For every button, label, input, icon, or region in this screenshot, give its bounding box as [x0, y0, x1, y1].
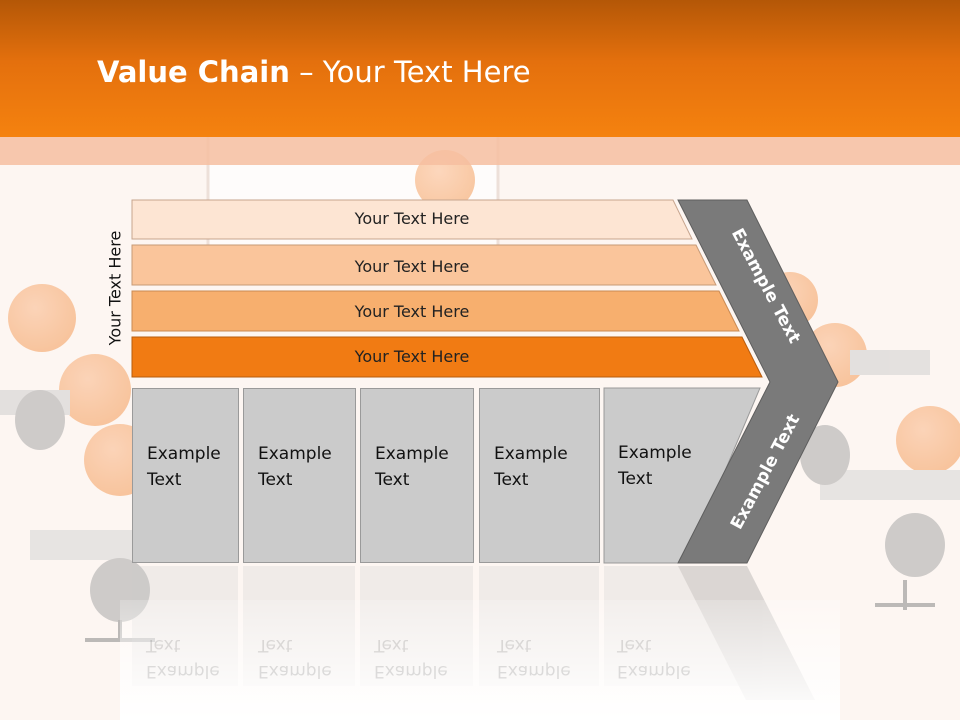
header-underband [0, 137, 960, 165]
title-rest: – Your Text Here [289, 55, 531, 89]
row-bar-4 [131, 336, 763, 378]
activity-box-1-text: Example Text [147, 444, 221, 490]
chevron-arrow [677, 199, 839, 564]
activity-box-1: Example Text [132, 388, 239, 563]
activity-box-4: Example Text [479, 388, 600, 563]
row-bar-1 [131, 199, 693, 240]
reflection-text-4: Example Text [497, 635, 571, 681]
header-bar [0, 0, 960, 137]
row-label-4: Your Text Here [354, 347, 470, 366]
page-title: Value Chain – Your Text Here [97, 55, 531, 89]
reflection-text-5: Example Text [617, 635, 691, 681]
activity-box-3: Example Text [360, 388, 474, 563]
reflection-text-1: Example Text [146, 635, 220, 681]
activity-box-4-text: Example Text [494, 444, 568, 490]
reflection-text-2: Example Text [258, 635, 332, 681]
row-label-2: Your Text Here [354, 257, 470, 276]
title-bold: Value Chain [97, 55, 290, 89]
row-label-3: Your Text Here [354, 302, 470, 321]
activity-box-2-text: Example Text [258, 444, 332, 490]
row-bar-3 [131, 290, 740, 332]
activity-box-3-text: Example Text [375, 444, 449, 490]
row-label-1: Your Text Here [354, 209, 470, 228]
row-bar-2 [131, 244, 717, 286]
activity-box-2: Example Text [243, 388, 356, 563]
activity-box-5-text: Example Text [618, 443, 692, 489]
reflection-text-3: Example Text [374, 635, 448, 681]
